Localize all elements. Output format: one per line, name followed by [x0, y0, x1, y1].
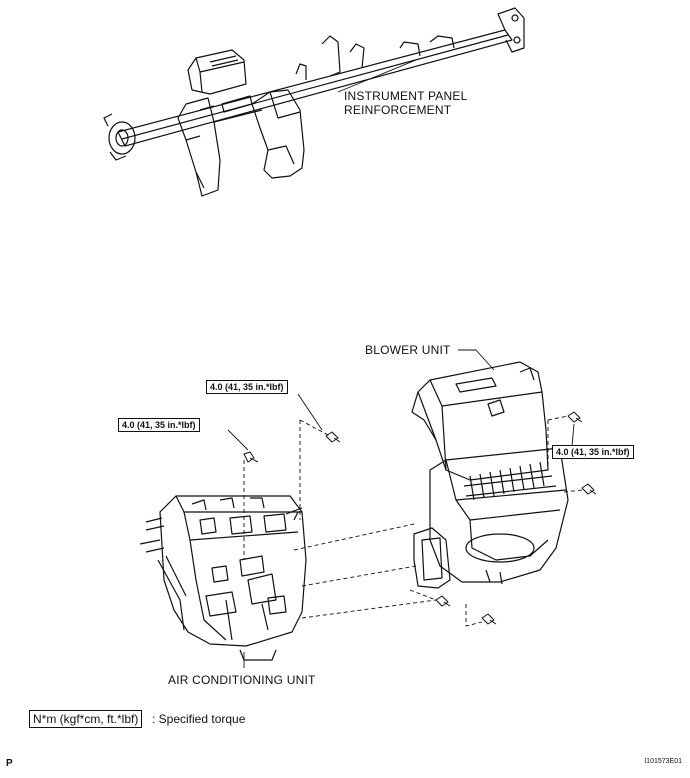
corner-letter: P [6, 758, 13, 769]
torque-legend-box: N*m (kgf*cm, ft.*lbf) [29, 710, 143, 728]
torque-spec-right: 4.0 (41, 35 in.*lbf) [552, 445, 634, 459]
torque-spec-left: 4.0 (41, 35 in.*lbf) [118, 418, 200, 432]
blower-unit-label: BLOWER UNIT [365, 343, 451, 357]
torque-legend-text: : Specified torque [152, 712, 246, 726]
instrument-panel-reinforcement [103, 7, 525, 197]
alignment-lines [243, 415, 583, 627]
instrument-panel-reinforcement-label: INSTRUMENT PANEL REINFORCEMENT [344, 89, 468, 117]
air-conditioning-unit [139, 495, 307, 661]
torque-spec-upper: 4.0 (41, 35 in.*lbf) [206, 380, 288, 394]
blower-unit [411, 361, 569, 589]
air-conditioning-unit-label: AIR CONDITIONING UNIT [168, 673, 316, 687]
bolts [243, 411, 597, 625]
figure-code: I101573E01 [644, 758, 682, 765]
